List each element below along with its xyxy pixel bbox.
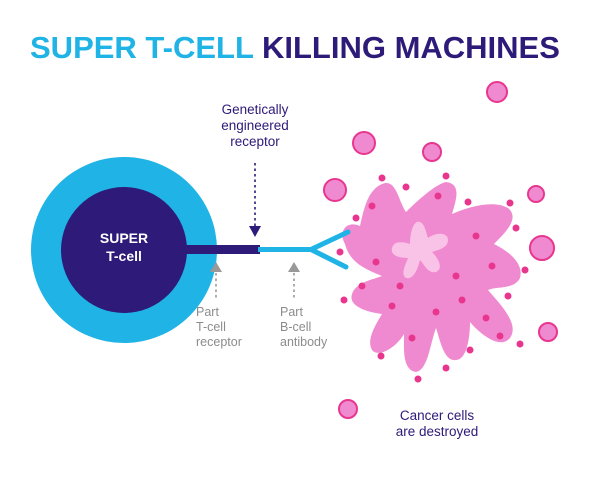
arrow-bcell-antibody <box>288 262 300 300</box>
label-line: are destroyed <box>395 424 479 440</box>
tcell-nucleus <box>61 187 187 313</box>
surface-dot <box>434 192 442 200</box>
antibody-arm-lower <box>309 247 349 270</box>
title-part-super-tcell: SUPER T-CELL <box>30 30 254 65</box>
arrowhead-up <box>210 262 222 272</box>
fragment-dot <box>338 399 358 419</box>
arrow-tcell-receptor <box>210 262 222 300</box>
surface-dot <box>442 364 450 372</box>
surface-dot <box>512 224 520 232</box>
arrowhead-up <box>288 262 300 272</box>
surface-dot <box>358 282 366 290</box>
label-line: T-cell <box>196 320 226 334</box>
cancer-destroyed-label: Cancer cells are destroyed <box>372 408 502 440</box>
surface-dot <box>352 214 360 222</box>
surface-dot <box>402 183 410 191</box>
tcell-label: SUPER T-cell <box>80 230 168 265</box>
tcell-label-line: T-cell <box>106 247 142 264</box>
bcell-antibody-label: Part B-cell antibody <box>280 305 350 350</box>
label-line: Cancer cells <box>399 408 475 423</box>
fragment-dot <box>538 322 558 342</box>
label-line: receptor <box>196 335 242 349</box>
page-title: SUPER T-CELL KILLING MACHINES <box>30 30 560 66</box>
engineered-receptor <box>180 229 351 270</box>
surface-dot <box>388 302 396 310</box>
tcell-receptor-label: Part T-cell receptor <box>196 305 266 350</box>
surface-dot <box>488 262 496 270</box>
surface-dot <box>414 375 422 383</box>
tcell-label-line: SUPER <box>99 230 149 246</box>
label-line: Part <box>196 305 219 319</box>
surface-dot <box>452 272 460 280</box>
fragment-dot <box>422 142 442 162</box>
fragment-dot <box>486 81 508 103</box>
surface-dot <box>464 198 472 206</box>
engineered-receptor-label: Genetically engineered receptor <box>195 102 315 151</box>
arrowhead-down <box>249 226 261 237</box>
label-line: B-cell <box>280 320 312 334</box>
surface-dot <box>442 172 450 180</box>
surface-dot <box>378 174 386 182</box>
arrow-engineered-receptor <box>249 163 261 237</box>
surface-dot <box>408 334 416 342</box>
bcell-antibody-stem <box>258 247 313 252</box>
fragment-dot <box>352 131 376 155</box>
label-line: engineered <box>221 118 289 134</box>
surface-dot <box>466 346 474 354</box>
surface-dot <box>496 332 504 340</box>
antibody-arm-upper <box>309 229 351 252</box>
surface-dot <box>504 292 512 300</box>
surface-dot <box>506 199 514 207</box>
fragment-dot <box>529 235 555 261</box>
label-line: antibody <box>280 335 328 349</box>
tcell-receptor-segment <box>180 245 260 254</box>
fragment-dot <box>323 178 347 202</box>
cancer-surface-dots <box>336 172 529 383</box>
label-line: Part <box>280 305 303 319</box>
surface-dot <box>377 352 385 360</box>
surface-dot <box>396 282 404 290</box>
surface-dot <box>516 340 524 348</box>
surface-dot <box>472 232 480 240</box>
surface-dot <box>336 248 344 256</box>
surface-dot <box>432 308 440 316</box>
label-line: Genetically <box>221 102 289 117</box>
surface-dot <box>372 258 380 266</box>
surface-dot <box>340 296 348 304</box>
surface-dot <box>458 296 466 304</box>
label-line: receptor <box>230 134 280 150</box>
surface-dot <box>368 202 376 210</box>
fragment-dot <box>527 185 545 203</box>
surface-dot <box>521 266 529 274</box>
super-tcell <box>31 157 217 343</box>
surface-dot <box>482 314 490 322</box>
cancer-cell <box>336 172 529 383</box>
floating-cancer-fragments <box>323 81 558 419</box>
title-part-killing-machines: KILLING MACHINES <box>261 30 560 65</box>
